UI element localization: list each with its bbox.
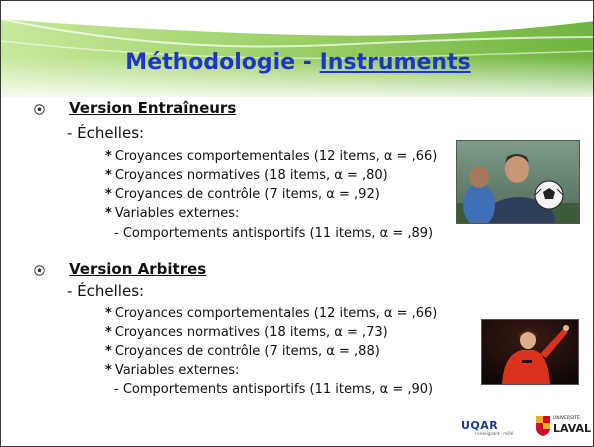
slide-title: Méthodologie - Instruments	[1, 50, 593, 75]
item-text: Croyances normatives (18 items, α = ,80)	[114, 168, 388, 183]
coach-child-photo	[456, 140, 580, 224]
section-heading-entraineurs: Version Entraîneurs	[69, 99, 237, 117]
item-marker: *	[105, 187, 112, 202]
laval-crest-icon	[536, 416, 550, 436]
list-item: *Variables externes:	[105, 363, 239, 378]
list-item: *Croyances de contrôle (7 items, α = ,88…	[105, 344, 380, 359]
item-text: Variables externes:	[114, 206, 240, 221]
item-marker: *	[105, 149, 112, 164]
soccer-ball-icon	[34, 104, 45, 115]
referee-photo	[481, 319, 579, 385]
title-main: Méthodologie -	[125, 50, 320, 75]
soccer-ball-icon	[34, 265, 45, 276]
item-marker: *	[105, 325, 112, 340]
item-marker: *	[105, 168, 112, 183]
title-underlined: Instruments	[319, 50, 471, 75]
external-variable-item: - Comportements antisportifs (11 items, …	[114, 226, 434, 241]
section-subheading-arbitres: - Échelles:	[67, 282, 145, 300]
laval-logo: UNIVERSITÉ LAVAL	[536, 414, 592, 438]
external-variable-item: - Comportements antisportifs (11 items, …	[114, 382, 434, 397]
list-item: *Croyances normatives (18 items, α = ,80…	[105, 168, 388, 183]
section-heading-arbitres: Version Arbitres	[69, 260, 207, 278]
item-marker: *	[105, 306, 112, 321]
item-text: Croyances de contrôle (7 items, α = ,88)	[114, 344, 380, 359]
header-banner	[1, 18, 593, 97]
section-subheading-entraineurs: - Échelles:	[67, 124, 145, 142]
list-item: *Croyances comportementales (12 items, α…	[105, 306, 437, 321]
item-text: Variables externes:	[114, 363, 240, 378]
laval-logo-name: LAVAL	[553, 422, 592, 435]
item-marker: *	[105, 363, 112, 378]
item-marker: *	[105, 344, 112, 359]
uqar-logo-name: UQAR	[461, 419, 499, 432]
item-text: Croyances comportementales (12 items, α …	[114, 149, 438, 164]
list-item: *Croyances normatives (18 items, α = ,73…	[105, 325, 388, 340]
item-text: Croyances de contrôle (7 items, α = ,92)	[114, 187, 380, 202]
uqar-logo-tagline: l'enseignant · mêlé	[475, 431, 514, 436]
laval-logo-small: UNIVERSITÉ	[553, 416, 580, 421]
list-item: *Croyances comportementales (12 items, α…	[105, 149, 437, 164]
item-text: Croyances comportementales (12 items, α …	[114, 306, 438, 321]
list-item: *Croyances de contrôle (7 items, α = ,92…	[105, 187, 380, 202]
item-text: Croyances normatives (18 items, α = ,73)	[114, 325, 388, 340]
list-item: *Variables externes:	[105, 206, 239, 221]
item-marker: *	[105, 206, 112, 221]
uqar-logo: UQAR l'enseignant · mêlé	[461, 419, 525, 437]
